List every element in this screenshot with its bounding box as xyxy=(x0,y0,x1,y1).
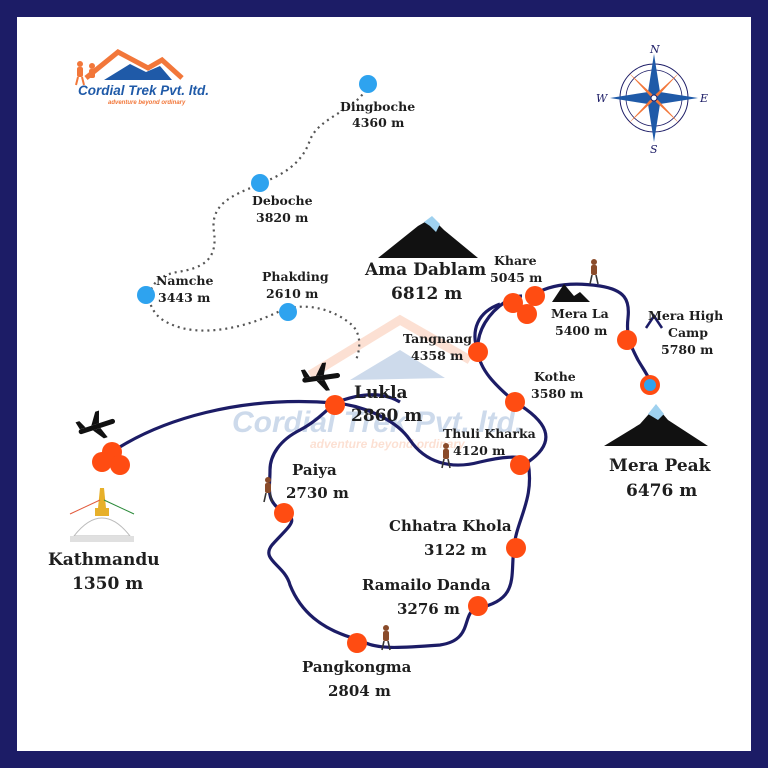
compass-n: N xyxy=(649,43,660,56)
logo-tagline: adventure beyond ordinary xyxy=(108,100,186,106)
watermark-tagline: adventure beyond ordinary xyxy=(310,437,466,451)
label-khare-name: Khare xyxy=(494,253,537,268)
stop-ramailo-danda xyxy=(468,596,488,616)
label-chhatra-khola-alt: 3122 m xyxy=(424,541,487,559)
stop-thuli-kharka xyxy=(510,455,530,475)
compass-e: E xyxy=(699,92,708,105)
stop-deboche xyxy=(251,174,269,192)
label-chhatra-khola-name: Chhatra Khola xyxy=(389,517,512,535)
stop-lukla xyxy=(325,395,345,415)
stop-kathmandu xyxy=(92,442,130,475)
compass-w: W xyxy=(596,92,609,105)
stop-kothe xyxy=(505,392,525,412)
label-dingboche-alt: 4360 m xyxy=(352,115,404,130)
hiker-icon-pangkongma xyxy=(381,625,391,651)
label-deboche-name: Deboche xyxy=(252,193,313,208)
label-namche-name: Namche xyxy=(156,273,213,288)
stop-phakding xyxy=(279,303,297,321)
airplane-icon xyxy=(75,410,116,439)
label-tangnang-name: Tangnang xyxy=(403,331,472,346)
label-thuli-kharka-name: Thuli Kharka xyxy=(443,426,536,441)
label-ramailo-danda-alt: 3276 m xyxy=(397,600,460,618)
label-ama-dablam-name: Ama Dablam xyxy=(364,260,486,280)
label-mera-la-alt: 5400 m xyxy=(555,323,607,338)
label-namche-alt: 3443 m xyxy=(158,290,210,305)
label-kothe-name: Kothe xyxy=(534,369,576,384)
label-kathmandu-alt: 1350 m xyxy=(72,574,143,594)
label-khare-alt: 5045 m xyxy=(490,270,542,285)
logo-name: Cordial Trek Pvt. ltd. xyxy=(78,83,209,98)
stop-dingboche xyxy=(359,75,377,93)
label-thuli-kharka-alt: 4120 m xyxy=(453,443,505,458)
tent-icon xyxy=(644,313,664,329)
label-paiya-name: Paiya xyxy=(292,461,337,479)
stop-chhatra-khola xyxy=(506,538,526,558)
hiker-icon-paiya xyxy=(263,477,273,503)
logo-mountain xyxy=(104,64,172,80)
stop-mera-high-camp xyxy=(617,330,637,350)
mera-peak-mountain-icon xyxy=(604,404,708,446)
watermark: Cordial Trek Pvt. ltd. adventure beyond … xyxy=(232,314,523,451)
logo-mountain-outline xyxy=(84,49,184,80)
hiker-icon-thuli-kharka xyxy=(441,443,451,469)
stop-pangkongma xyxy=(347,633,367,653)
stop-mera-peak xyxy=(640,375,660,395)
label-mera-peak-name: Mera Peak xyxy=(609,456,712,476)
label-dingboche-name: Dingboche xyxy=(340,99,415,114)
route-loop xyxy=(111,399,532,650)
compass-s: S xyxy=(650,143,658,156)
mountain-pass-icon xyxy=(552,284,590,302)
label-tangnang-alt: 4358 m xyxy=(411,348,463,363)
stop-khare xyxy=(503,286,545,324)
label-paiya-alt: 2730 m xyxy=(286,484,349,502)
label-mera-high-camp-name1: Mera High xyxy=(648,308,723,323)
label-lukla-name: Lukla xyxy=(354,383,408,403)
stop-namche xyxy=(137,286,155,304)
hiker-icon-khare xyxy=(589,259,599,285)
label-ama-dablam-alt: 6812 m xyxy=(391,284,462,304)
label-mera-la-name: Mera La xyxy=(551,306,609,321)
label-pangkongma-alt: 2804 m xyxy=(328,682,391,700)
label-deboche-alt: 3820 m xyxy=(256,210,308,225)
label-mera-high-camp-alt: 5780 m xyxy=(661,342,713,357)
label-phakding-alt: 2610 m xyxy=(266,286,318,301)
stop-paiya xyxy=(274,503,294,523)
label-pangkongma-name: Pangkongma xyxy=(302,658,412,676)
label-mera-high-camp-name2: Camp xyxy=(668,325,708,340)
compass-rose-icon: N S E W xyxy=(596,43,708,156)
label-ramailo-danda-name: Ramailo Danda xyxy=(362,576,491,594)
airplane-icon-lukla xyxy=(300,362,341,391)
label-mera-peak-alt: 6476 m xyxy=(626,481,697,501)
label-kathmandu-name: Kathmandu xyxy=(48,550,160,570)
stupa-icon xyxy=(69,488,135,542)
hiker-icon xyxy=(75,61,95,86)
route-to-mera-peak xyxy=(534,282,652,385)
company-logo: Cordial Trek Pvt. ltd. adventure beyond … xyxy=(75,49,209,106)
stop-tangnang xyxy=(468,342,488,362)
ama-dablam-mountain-icon xyxy=(378,216,478,258)
watermark-text: Cordial Trek Pvt. ltd. xyxy=(232,406,523,439)
label-lukla-alt: 2860 m xyxy=(351,406,422,426)
label-kothe-alt: 3580 m xyxy=(531,386,583,401)
label-phakding-name: Phakding xyxy=(262,269,329,284)
